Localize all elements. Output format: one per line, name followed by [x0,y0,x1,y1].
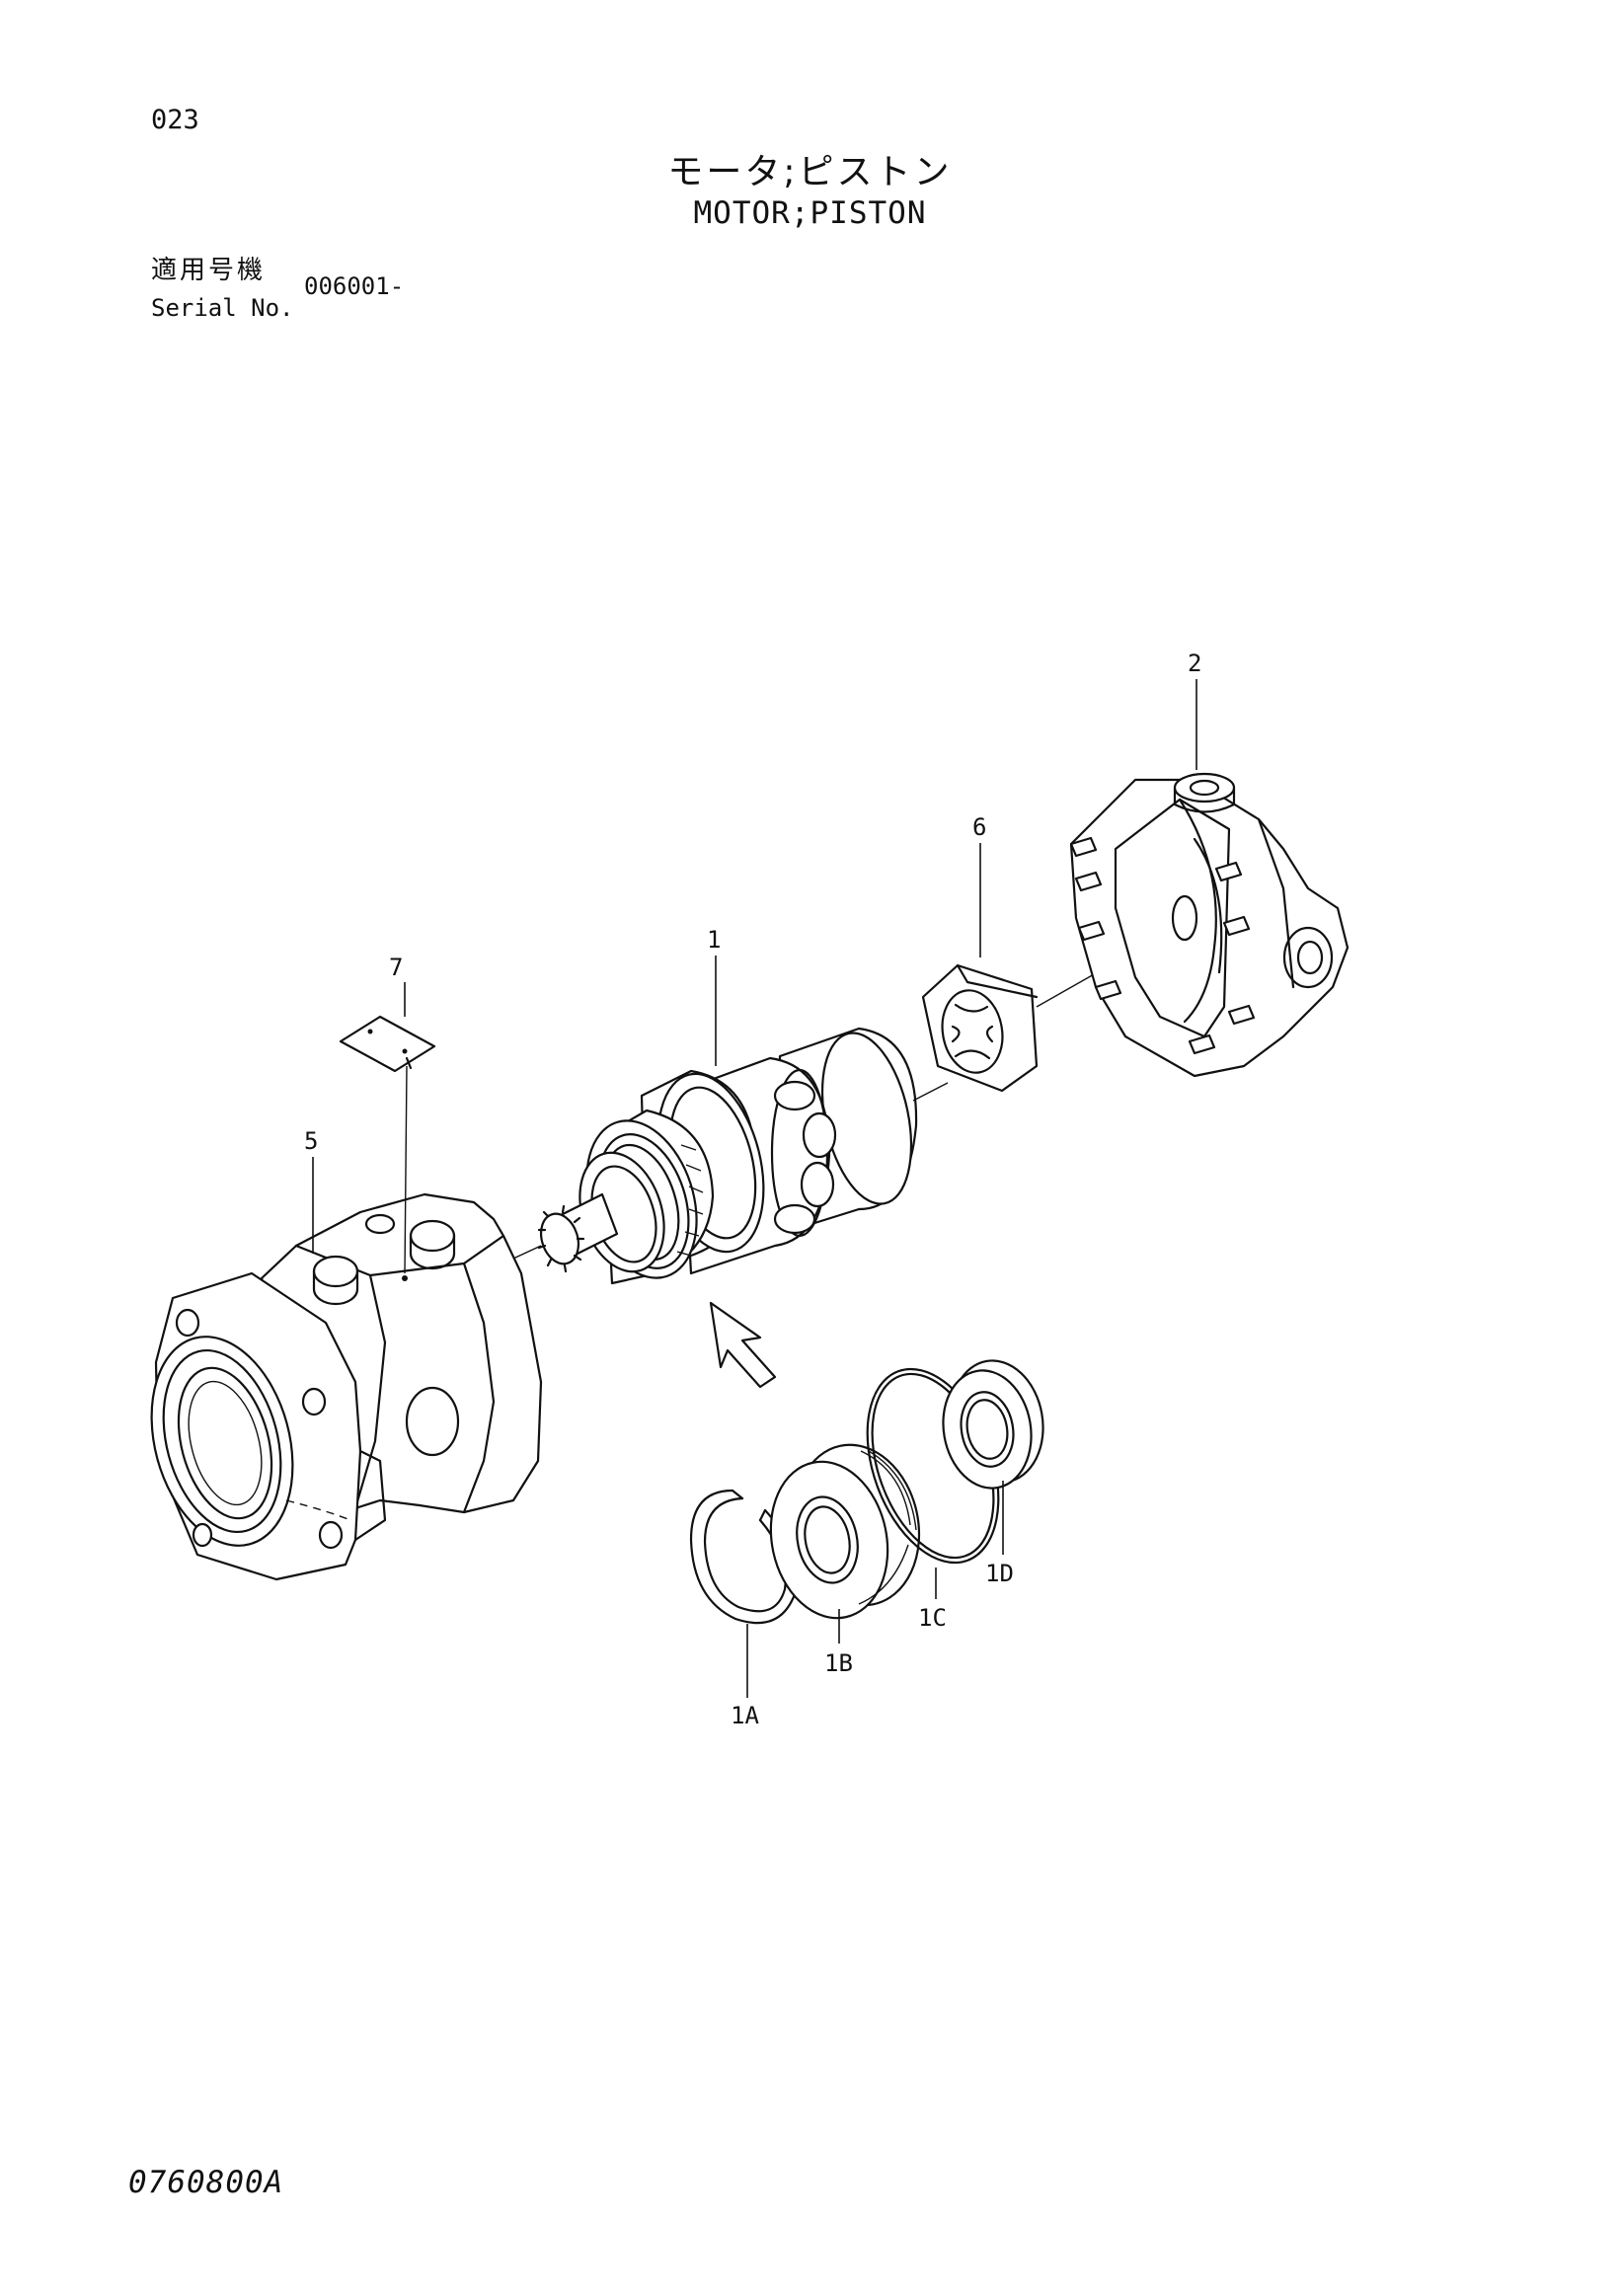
callout-6: 6 [972,813,986,841]
assembly-direction-arrow [709,1301,777,1389]
callout-1c: 1C [918,1604,947,1632]
part-port-plate [921,922,1186,1093]
callout-7: 7 [389,954,403,981]
part-1b-seal-cover [769,1443,921,1620]
drawing-code: 0760800A [128,2165,284,2200]
title-japanese: モータ;ピストン [667,152,953,192]
callout-5: 5 [304,1127,318,1155]
part-1d-oil-seal [942,1359,1044,1490]
page-number: 023 [151,105,199,135]
part-housing [150,1192,543,1581]
callout-1a: 1A [731,1702,759,1729]
callout-1d: 1D [985,1560,1014,1587]
serial-label-japanese: 適用号機 [151,256,267,285]
part-end-cover [1069,772,1350,1078]
part-plate [339,1015,436,1274]
callout-1: 1 [707,926,721,954]
title-english: MOTOR;PISTON [693,195,927,231]
callout-1b: 1B [824,1649,853,1677]
serial-label-english: Serial No. [151,294,294,322]
serial-value: 006001- [304,272,405,300]
part-rotating-group [512,1027,949,1285]
leader-lines [312,679,1197,1698]
callout-2: 2 [1188,650,1201,677]
